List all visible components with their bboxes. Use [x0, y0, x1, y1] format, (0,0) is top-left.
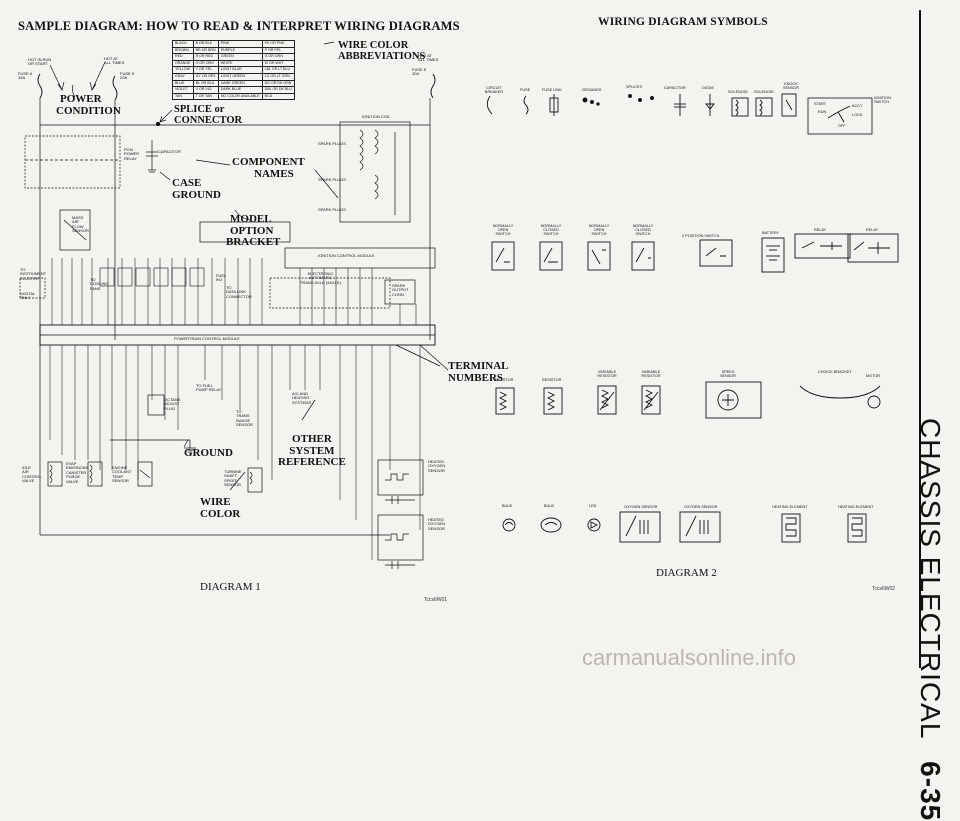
symbol-label-oxygen-sensor-2: OXYGEN SENSOR: [684, 505, 718, 509]
callout-component-names: COMPONENT NAMES: [232, 156, 305, 180]
symbol-label-battery: BATTERY: [762, 231, 780, 235]
diagram-2-symbols: [486, 10, 921, 668]
symbol-label-oxygen-sensor-1: OXYGEN SENSOR: [624, 505, 658, 509]
symbol-label-ignition-switch: IGNITION SWITCH: [874, 96, 891, 105]
symbol-label-variable-resistor-1: VARIABLE RESISTOR: [597, 370, 617, 379]
left-page-title: SAMPLE DIAGRAM: HOW TO READ & INTERPRET …: [18, 19, 460, 33]
side-page-number: 6-35: [915, 761, 946, 821]
symbol-label-led: LED: [589, 504, 597, 508]
symbol-label-speed-sensor: SPEED SENSOR: [719, 370, 737, 379]
diagram-2-caption: DIAGRAM 2: [656, 567, 717, 579]
symbol-label-fuse: FUSE: [520, 88, 531, 92]
symbol-label-normally-open-2: NORMALLY OPEN SWITCH: [588, 224, 610, 237]
symbol-label-circuit-breaker: CIRCUIT BREAKER: [484, 86, 504, 95]
callout-splice-connector: SPLICE or CONNECTOR: [174, 104, 243, 127]
symbol-label-bulb-2: BULB: [544, 504, 554, 508]
symbol-label-capacitor: CAPACITOR: [664, 86, 686, 90]
wire-color-cell: T OR TAN: [192, 92, 219, 101]
symbol-label-choice-bracket: CHOICE BRACKET: [818, 370, 852, 374]
side-section-title: CHASSIS ELECTRICAL: [915, 418, 946, 739]
symbol-label-normally-open-1: NORMALLY OPEN SWITCH: [492, 224, 514, 237]
symbol-label-resistor-2: RESISTOR: [542, 378, 562, 382]
right-page-title: WIRING DIAGRAM SYMBOLS: [598, 16, 768, 28]
label-ignition-control-module: IGNITION CONTROL MODULE: [318, 253, 375, 258]
symbol-label-solenoid-1: SOLENOID: [728, 90, 748, 94]
callout-wire-color-abbreviations: WIRE COLOR ABBREVIATIONS: [338, 40, 426, 63]
ignition-pos-run: RUN: [818, 110, 827, 114]
ignition-pos-start: START: [814, 102, 827, 106]
symbol-label-2-position-switch: 2 POSITION SWITCH: [682, 234, 720, 238]
symbol-label-bulb-1: BULB: [502, 504, 512, 508]
label-spark-plugs-2: SPARK PLUGS: [318, 177, 346, 182]
label-capacitor: CAPACITOR: [158, 149, 181, 154]
symbol-label-splices: SPLICES: [626, 85, 643, 89]
manual-page: SAMPLE DIAGRAM: HOW TO READ & INTERPRET …: [18, 10, 946, 821]
diagram-1-code: Tccs6W01: [424, 597, 448, 603]
symbol-label-fuse-link: FUSE LINK: [542, 88, 562, 92]
ignition-pos-lock: LOCK: [852, 113, 863, 117]
symbol-label-grounds: GROUNDS: [582, 88, 602, 92]
symbol-label-normally-closed-1: NORMALLY CLOSED SWITCH: [540, 224, 562, 237]
callout-wire-color: WIRE COLOR: [200, 496, 241, 520]
side-section-tab: CHASSIS ELECTRICAL 6-35: [915, 418, 946, 821]
symbol-label-normally-closed-2: NORMALLY CLOSED SWITCH: [632, 224, 654, 237]
callout-ground: GROUND: [184, 447, 233, 459]
symbol-label-knock-sensor: KNOCK SENSOR: [782, 82, 800, 91]
symbol-label-diode: DIODE: [702, 86, 715, 90]
watermark: carmanualsonline.info: [582, 645, 797, 670]
symbol-label-heating-element-1: HEATING ELEMENT: [772, 505, 808, 509]
circuit-breaker-symbol: [486, 95, 493, 115]
callout-model-option-bracket: MODEL OPTION BRACKET: [226, 213, 281, 249]
ignition-pos-accy: ACCY: [852, 104, 863, 108]
diagram-1-wiring: [19, 41, 449, 569]
ignition-pos-off: OFF: [838, 124, 846, 128]
symbol-label-variable-resistor-2: VARIABLE RESISTOR: [641, 370, 661, 379]
diagram-1-caption: DIAGRAM 1: [200, 581, 261, 593]
label-spark-plugs-1: SPARK PLUGS: [318, 141, 346, 146]
symbol-label-solenoid-2: SOLENOID: [754, 90, 774, 94]
callout-power-condition: POWER CONDITION: [56, 93, 121, 117]
diagram-2-code: Tccs6W02: [872, 586, 896, 592]
label-spark-plugs-3: SPARK PLUGS: [318, 207, 346, 212]
symbol-label-relay-2: RELAY: [866, 228, 879, 232]
label-ignition-coil: IGNITION COIL: [362, 114, 391, 119]
wire-color-cell: NCA: [261, 92, 295, 101]
callout-other-system-reference: OTHER SYSTEM REFERENCE: [278, 433, 346, 469]
symbol-label-heating-element-2: HEATING ELEMENT: [838, 505, 874, 509]
symbol-label-motor: MOTOR: [866, 374, 881, 378]
callout-terminal-numbers: TERMINAL NUMBERS: [448, 360, 509, 384]
label-powertrain-control-module: POWERTRAIN CONTROL MODULE: [174, 336, 240, 341]
callout-case-ground: CASE GROUND: [172, 177, 221, 201]
symbol-label-resistor-1: RESISTOR: [494, 378, 514, 382]
symbol-label-relay-1: RELAY: [814, 228, 827, 232]
fuse-symbol: [523, 95, 529, 115]
